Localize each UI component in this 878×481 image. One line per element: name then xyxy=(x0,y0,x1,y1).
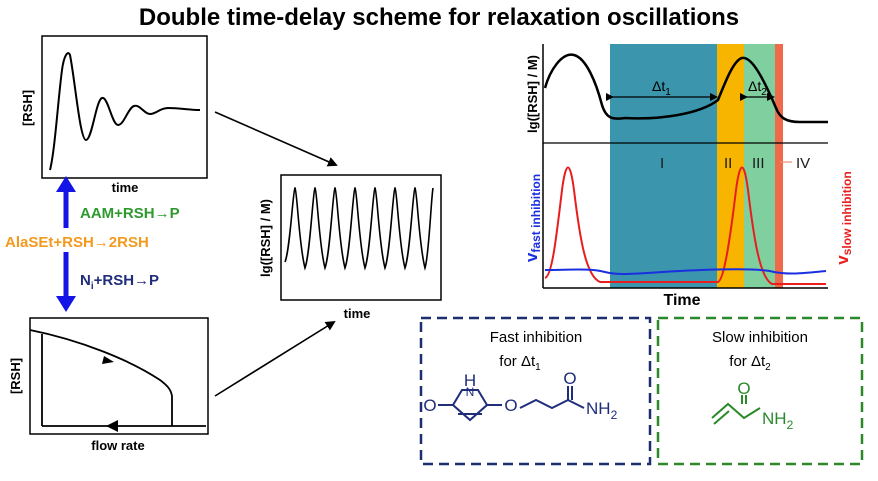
box-heading: Slow inhibition xyxy=(712,329,808,346)
plot-xlabel: flow rate xyxy=(91,438,144,453)
plot-frame xyxy=(280,174,442,301)
spike-train xyxy=(284,186,434,271)
right-plot-top-ylabel: lg([RSH] / M) xyxy=(525,55,540,133)
region-label-III: III xyxy=(752,155,765,172)
reaction-aam: AAM+RSH→P xyxy=(80,205,180,222)
plot-ylabel: lg([RSH] / M) xyxy=(258,199,273,277)
atom-o-mid: O xyxy=(504,396,517,415)
slow-inhibition-box: Slow inhibition for Δt2 O NH2 xyxy=(656,316,864,466)
atom-o-top: O xyxy=(563,369,576,388)
hysteresis-plot: [RSH] flow rate xyxy=(8,317,209,453)
region-II-band xyxy=(717,44,744,288)
atom-h: H xyxy=(464,371,476,390)
atom-o-left: O xyxy=(423,396,436,415)
plot-xlabel: time xyxy=(344,306,371,321)
reaction-alaset: AlaSEt+RSH→2RSH xyxy=(5,234,149,251)
plot-xlabel: time xyxy=(112,180,139,195)
region-I-band xyxy=(610,44,717,288)
atom-n: N xyxy=(466,385,475,399)
upper-branch xyxy=(29,329,173,426)
dt2-label: Δt2 xyxy=(748,78,767,98)
right-plot: Δt1 Δt2 I II III IV lg([RSH] / M) vfast … xyxy=(522,44,854,309)
arrow-head-down xyxy=(56,296,76,312)
flow-arrow-lower xyxy=(106,420,118,432)
plot-frame xyxy=(41,35,208,179)
arrow-head-up xyxy=(56,176,76,192)
box-frame xyxy=(656,316,864,466)
box-frame xyxy=(419,316,652,466)
arrow-top-to-middle xyxy=(214,111,338,167)
region-label-I: I xyxy=(660,155,664,172)
box-subheading: for Δt1 xyxy=(499,353,541,373)
flow-arrow-upper xyxy=(102,356,114,364)
slow-inhibition-ylabel: vslow inhibition xyxy=(833,171,854,264)
atom-nh2: NH2 xyxy=(586,399,618,422)
plot-frame xyxy=(29,317,209,435)
right-plot-xlabel: Time xyxy=(663,292,700,309)
fast-inhibition-box: Fast inhibition for Δt1 H O O N O NH2 xyxy=(419,316,652,466)
plot-ylabel: [RSH] xyxy=(8,358,23,394)
region-label-II: II xyxy=(724,155,732,172)
slow-inhibition-curve xyxy=(544,166,826,285)
atom-o: O xyxy=(737,379,750,398)
fast-inhibition-curve xyxy=(544,268,827,275)
arrow-bottom-to-middle xyxy=(214,320,336,397)
reaction-ni: Ni+RSH→P xyxy=(80,272,159,292)
acrylamide-structure xyxy=(711,395,761,425)
reaction-arrows: AAM+RSH→P AlaSEt+RSH→2RSH Ni+RSH→P xyxy=(5,176,180,312)
atom-nh2: NH2 xyxy=(762,409,794,432)
region-IV-band xyxy=(775,44,783,288)
dt1-label: Δt1 xyxy=(652,78,671,98)
relaxation-oscillation-plot: lg([RSH] / M) time xyxy=(258,174,442,321)
damped-oscillation-plot: [RSH] time xyxy=(20,35,208,195)
box-heading: Fast inhibition xyxy=(490,329,583,346)
region-label-IV: IV xyxy=(796,155,810,172)
figure-title: Double time-delay scheme for relaxation … xyxy=(138,4,740,31)
plot-ylabel: [RSH] xyxy=(20,90,35,126)
fast-inhibition-ylabel: vfast inhibition xyxy=(522,174,543,262)
region-III-band xyxy=(744,44,775,288)
maleimide-structure xyxy=(438,386,585,422)
damped-curve xyxy=(49,52,201,171)
box-subheading: for Δt2 xyxy=(729,353,771,373)
